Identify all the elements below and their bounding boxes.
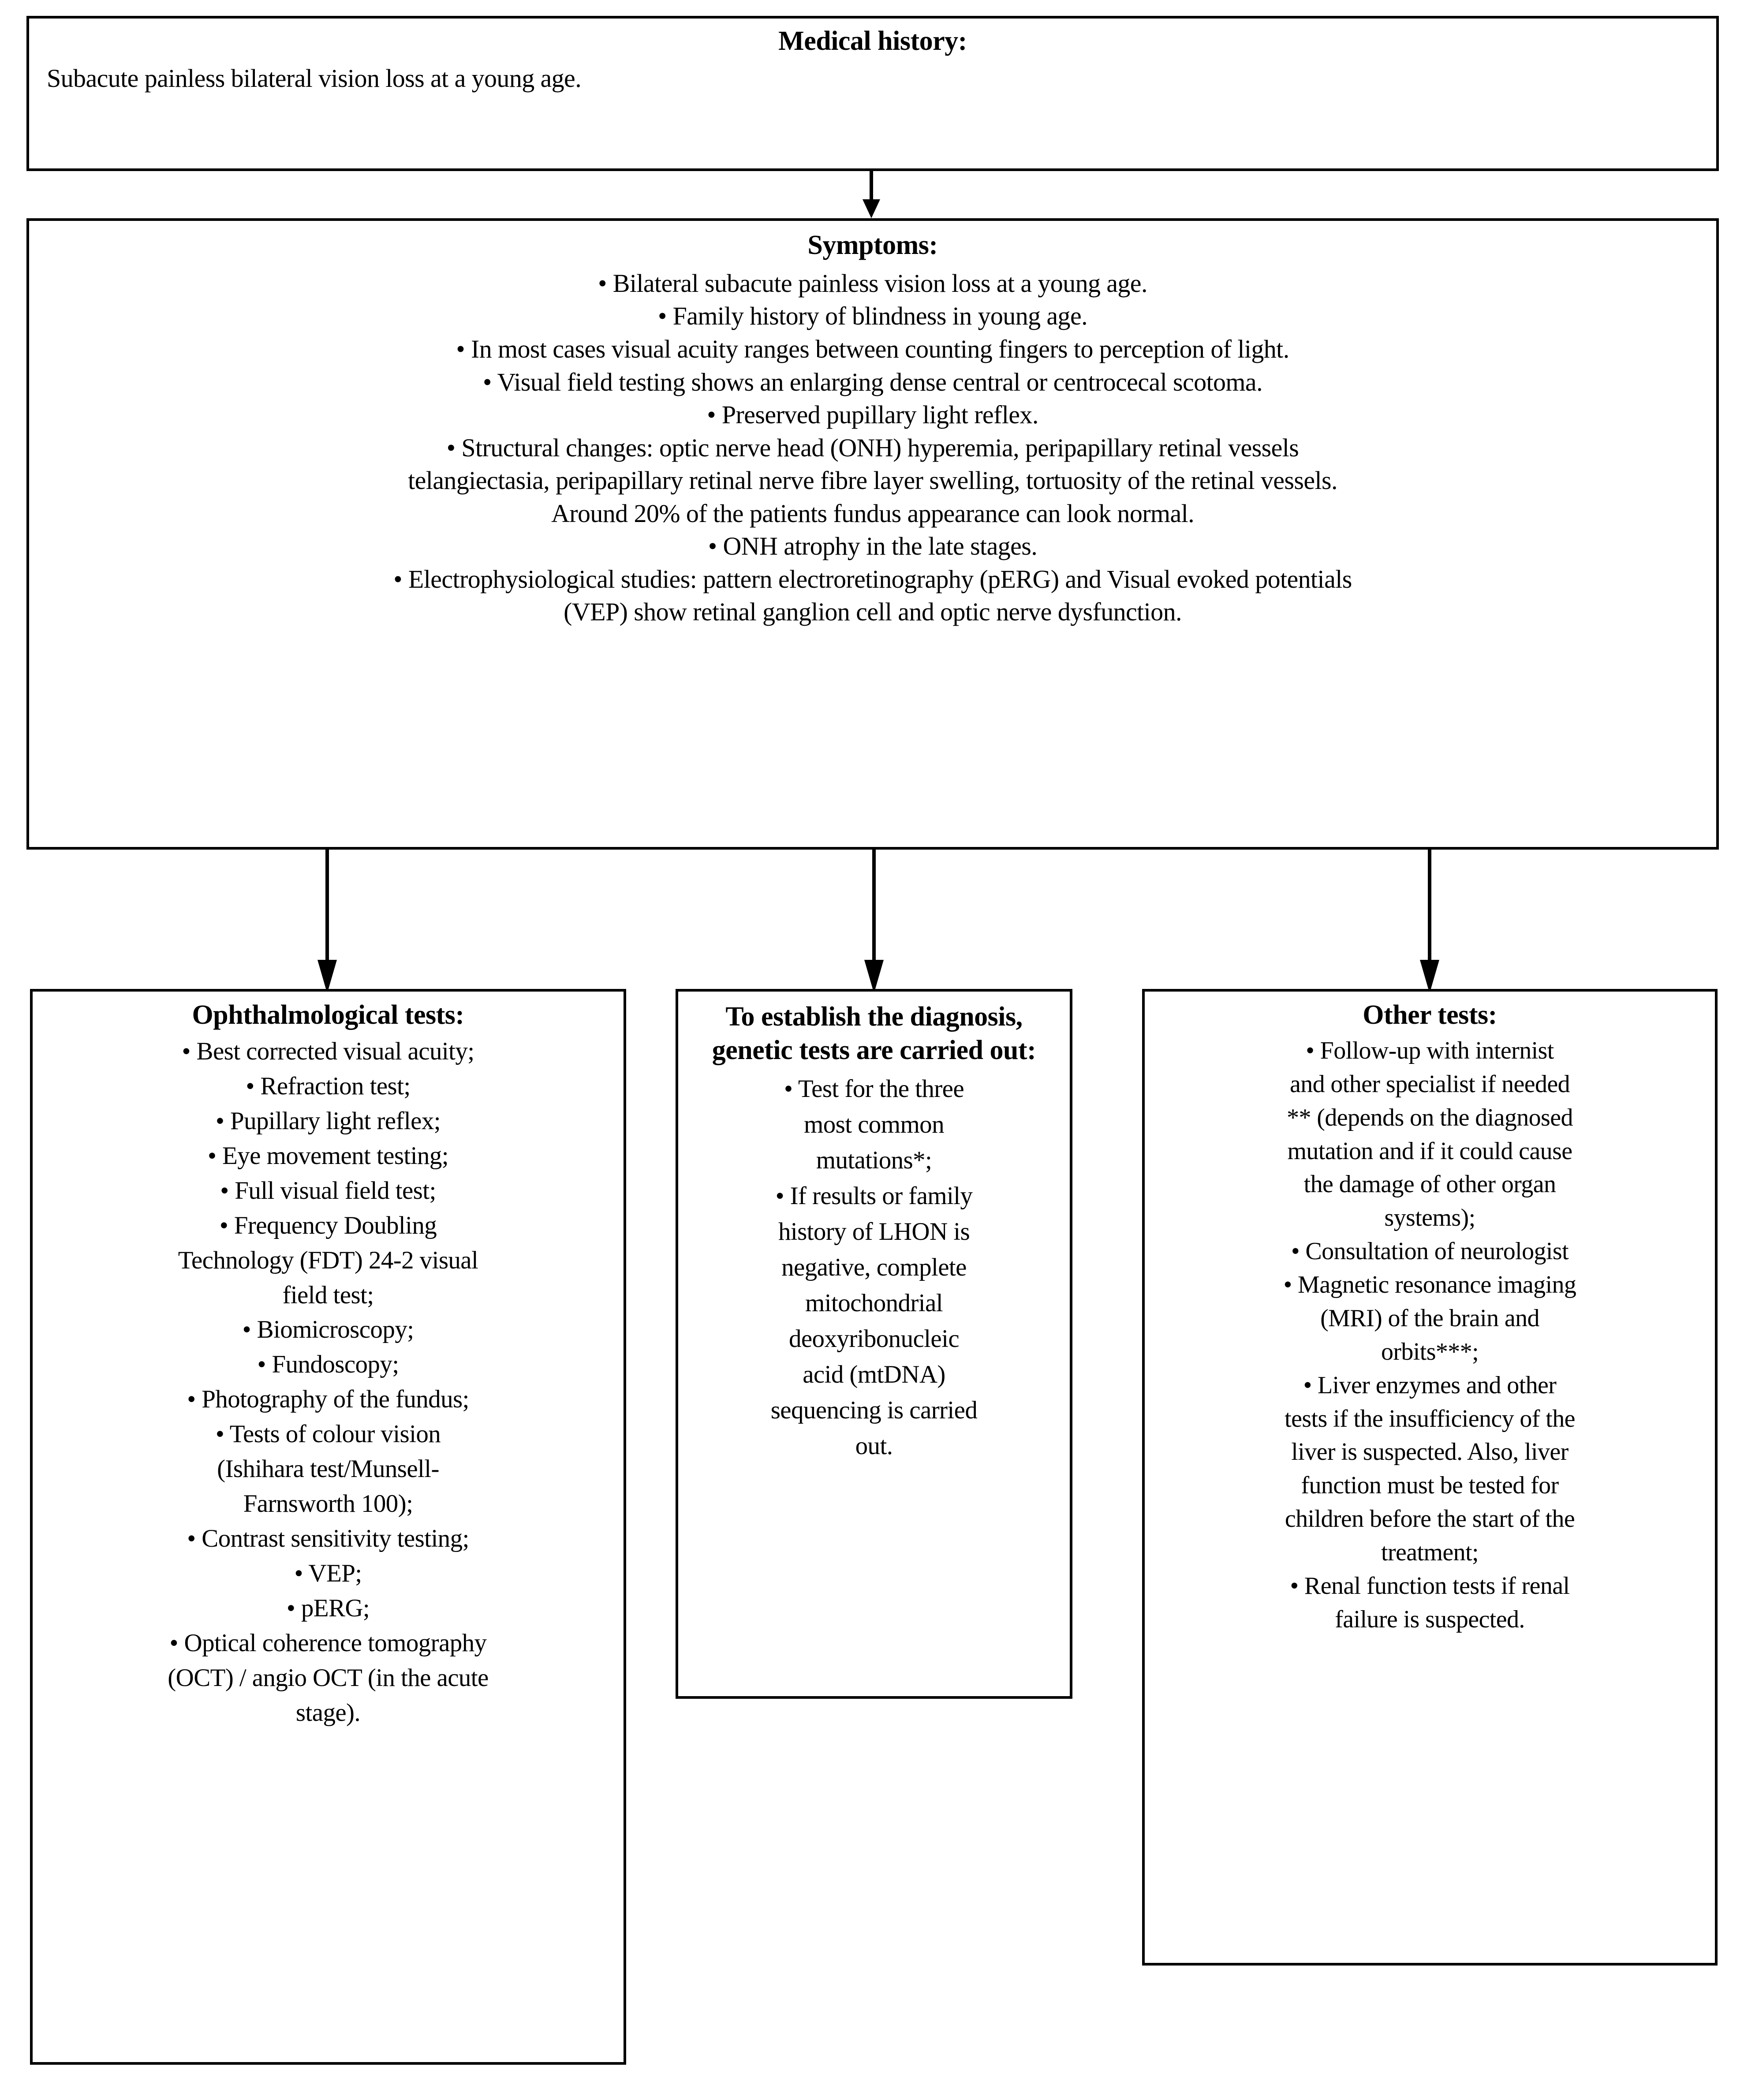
node-line: • ONH atrophy in the late stages. (708, 532, 1038, 561)
node-line: Subacute painless bilateral vision loss … (47, 63, 582, 93)
node-line: function must be tested for (1301, 1472, 1559, 1499)
node-line: mutations*; (816, 1146, 932, 1175)
node-line: • Structural changes: optic nerve head (… (446, 433, 1299, 462)
node-genetic-tests-body: • Test for the three most common mutatio… (685, 1071, 1063, 1464)
node-other-tests: Other tests: • Follow-up with internist … (1142, 989, 1718, 1966)
node-title-line: To establish the (725, 1002, 904, 1032)
arrow-symptoms-to-other (1420, 850, 1439, 993)
node-line: • Refraction test; (246, 1072, 411, 1100)
node-line: history of LHON is (778, 1218, 970, 1246)
node-line: children before the start of the (1285, 1505, 1575, 1533)
node-line: acid (mtDNA) (803, 1360, 945, 1388)
node-line: • Preserved pupillary light reflex. (707, 400, 1038, 429)
node-line: ** (depends on the diagnosed (1287, 1104, 1573, 1131)
node-line: • Full visual field test; (220, 1176, 436, 1205)
node-line: sequencing is carried (770, 1396, 978, 1424)
node-line: negative, complete (781, 1253, 967, 1281)
arrow-symptoms-to-ophthalmological (317, 850, 337, 993)
node-medical-history: Medical history: Subacute painless bilat… (26, 16, 1719, 171)
node-line: • Family history of blindness in young a… (658, 302, 1088, 331)
node-line: • Consultation of neurologist (1291, 1238, 1569, 1265)
node-line: • Optical coherence tomography (169, 1629, 487, 1657)
node-line: stage). (295, 1698, 361, 1727)
node-line: and other specialist if needed (1289, 1070, 1570, 1098)
node-line: (MRI) of the brain and (1320, 1304, 1539, 1332)
node-line: most common (804, 1111, 945, 1139)
node-other-tests-title: Other tests: (1363, 1000, 1497, 1030)
node-line: Around 20% of the patients fundus appear… (551, 499, 1195, 528)
node-genetic-tests-title: To establish the diagnosis, genetic test… (685, 1000, 1063, 1067)
node-line: • If results or family (775, 1182, 973, 1210)
node-line: • VEP; (294, 1559, 362, 1588)
node-line: • Bilateral subacute painless vision los… (598, 269, 1147, 298)
node-line: • pERG; (286, 1594, 370, 1622)
node-line: • Fundoscopy; (257, 1350, 400, 1379)
node-line: treatment; (1381, 1539, 1479, 1567)
node-line: field test; (282, 1281, 374, 1309)
node-symptoms-title: Symptoms: (807, 230, 938, 260)
arrow-symptoms-to-genetic (864, 850, 884, 993)
node-line: • Test for the three (784, 1075, 964, 1103)
node-line: • Liver enzymes and other (1303, 1371, 1557, 1399)
node-line: telangiectasia, peripapillary retinal ne… (408, 466, 1337, 495)
node-medical-history-title: Medical history: (778, 26, 967, 56)
node-line: out. (855, 1432, 893, 1460)
node-line: • Tests of colour vision (215, 1420, 441, 1448)
node-line: (OCT) / angio OCT (in the acute (168, 1664, 489, 1692)
node-line: orbits***; (1381, 1338, 1479, 1365)
node-line: • Eye movement testing; (208, 1141, 449, 1170)
node-symptoms-body: • Bilateral subacute painless vision los… (42, 267, 1703, 629)
node-line: • Frequency Doubling (219, 1211, 437, 1239)
node-line: • Best corrected visual acuity; (182, 1037, 475, 1065)
node-line: • Magnetic resonance imaging (1283, 1271, 1576, 1299)
node-line: the damage of other organ (1303, 1171, 1556, 1198)
node-line: mitochondrial (805, 1289, 943, 1317)
node-ophthalmological-tests-body: • Best corrected visual acuity; • Refrac… (40, 1034, 616, 1731)
node-line: liver is suspected. Also, liver (1291, 1438, 1568, 1466)
node-line: systems); (1384, 1204, 1475, 1232)
node-line: failure is suspected. (1335, 1605, 1525, 1633)
node-other-tests-body: • Follow-up with internist and other spe… (1152, 1034, 1708, 1637)
node-ophthalmological-tests-title: Ophthalmological tests: (192, 1000, 464, 1030)
node-title-line: diagnosis, genetic (712, 1002, 1023, 1065)
node-line: (VEP) show retinal ganglion cell and opt… (564, 597, 1182, 627)
node-line: • Follow-up with internist (1306, 1037, 1554, 1064)
node-line: • Pupillary light reflex; (216, 1107, 441, 1135)
node-line: Technology (FDT) 24-2 visual (178, 1246, 478, 1274)
node-line: • Photography of the fundus; (187, 1385, 469, 1414)
node-genetic-tests: To establish the diagnosis, genetic test… (676, 989, 1072, 1699)
node-line: Farnsworth 100); (243, 1490, 413, 1518)
arrow-history-to-symptoms (863, 171, 880, 218)
node-line: (Ishihara test/Munsell- (217, 1455, 439, 1483)
node-medical-history-body: Subacute painless bilateral vision loss … (47, 62, 1699, 94)
node-line: mutation and if it could cause (1287, 1137, 1572, 1165)
node-line: • Visual field testing shows an enlargin… (483, 367, 1263, 396)
node-symptoms: Symptoms: • Bilateral subacute painless … (26, 218, 1719, 850)
node-ophthalmological-tests: Ophthalmological tests: • Best corrected… (30, 989, 626, 2065)
node-line: • Renal function tests if renal (1290, 1572, 1570, 1600)
node-line: deoxyribonucleic (788, 1324, 960, 1353)
node-line: • Biomicroscopy; (242, 1316, 414, 1344)
node-title-line: tests are carried out: (799, 1035, 1036, 1065)
node-line: tests if the insufficiency of the (1285, 1405, 1575, 1432)
node-line: • Contrast sensitivity testing; (187, 1525, 469, 1553)
node-line: • Electrophysiological studies: pattern … (393, 564, 1352, 593)
node-line: • In most cases visual acuity ranges bet… (456, 334, 1289, 363)
